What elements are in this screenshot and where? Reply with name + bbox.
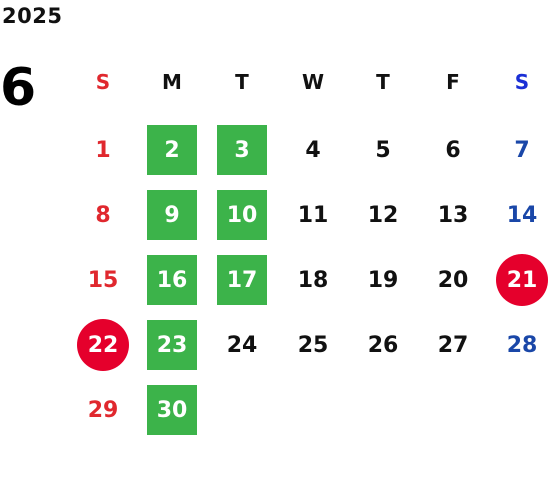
- day-cell[interactable]: 4: [283, 125, 343, 175]
- day-cell[interactable]: 20: [423, 255, 483, 305]
- day-number: 8: [95, 202, 111, 228]
- day-number: 26: [367, 332, 399, 358]
- day-cell[interactable]: 29: [73, 385, 133, 435]
- day-number: 11: [297, 202, 329, 228]
- day-cell[interactable]: 30: [142, 385, 202, 435]
- day-cell[interactable]: 2: [142, 125, 202, 175]
- day-cell[interactable]: 12: [353, 190, 413, 240]
- day-number: 24: [226, 332, 258, 358]
- day-cell[interactable]: 13: [423, 190, 483, 240]
- weekday-header: T: [353, 57, 413, 107]
- day-cell[interactable]: 24: [212, 320, 272, 370]
- day-number: 18: [297, 267, 329, 293]
- day-number: 12: [367, 202, 399, 228]
- day-number: 15: [87, 267, 119, 293]
- day-cell[interactable]: 3: [212, 125, 272, 175]
- day-number: 22: [87, 332, 119, 358]
- day-number: 7: [514, 137, 530, 163]
- day-cell[interactable]: 14: [492, 190, 548, 240]
- weekday-label: T: [376, 70, 390, 94]
- day-number: 3: [234, 137, 250, 163]
- weekday-header: S: [492, 57, 548, 107]
- day-cell[interactable]: 6: [423, 125, 483, 175]
- day-number: 14: [506, 202, 538, 228]
- day-cell[interactable]: 10: [212, 190, 272, 240]
- day-cell[interactable]: 18: [283, 255, 343, 305]
- day-number: 2: [164, 137, 180, 163]
- day-number: 25: [297, 332, 329, 358]
- day-cell[interactable]: 16: [142, 255, 202, 305]
- weekday-label: S: [95, 70, 111, 94]
- weekday-header: S: [73, 57, 133, 107]
- day-cell[interactable]: 1: [73, 125, 133, 175]
- day-number: 19: [367, 267, 399, 293]
- day-number: 6: [445, 137, 461, 163]
- year-label: 2025: [2, 4, 63, 28]
- day-cell[interactable]: 11: [283, 190, 343, 240]
- day-number: 21: [506, 267, 538, 293]
- day-number: 27: [437, 332, 469, 358]
- day-cell[interactable]: 7: [492, 125, 548, 175]
- day-number: 1: [95, 137, 111, 163]
- day-cell[interactable]: 9: [142, 190, 202, 240]
- day-cell[interactable]: 22: [73, 319, 133, 371]
- day-number: 9: [164, 202, 180, 228]
- weekday-label: W: [301, 70, 325, 94]
- day-number: 30: [156, 397, 188, 423]
- day-cell[interactable]: 27: [423, 320, 483, 370]
- weekday-header: M: [142, 57, 202, 107]
- day-cell[interactable]: 19: [353, 255, 413, 305]
- day-number: 29: [87, 397, 119, 423]
- day-number: 10: [226, 202, 258, 228]
- day-cell[interactable]: 5: [353, 125, 413, 175]
- day-cell[interactable]: 25: [283, 320, 343, 370]
- day-number: 28: [506, 332, 538, 358]
- day-cell[interactable]: 28: [492, 320, 548, 370]
- day-cell[interactable]: 15: [73, 255, 133, 305]
- weekday-label: S: [514, 70, 530, 94]
- day-number: 23: [156, 332, 188, 358]
- day-cell[interactable]: 23: [142, 320, 202, 370]
- weekday-header: F: [423, 57, 483, 107]
- day-number: 17: [226, 267, 258, 293]
- day-number: 4: [305, 137, 321, 163]
- day-cell[interactable]: 21: [492, 254, 548, 306]
- day-cell[interactable]: 8: [73, 190, 133, 240]
- weekday-header: W: [283, 57, 343, 107]
- day-number: 20: [437, 267, 469, 293]
- weekday-label: T: [235, 70, 249, 94]
- day-cell[interactable]: 26: [353, 320, 413, 370]
- day-cell[interactable]: 17: [212, 255, 272, 305]
- month-label: 6: [0, 58, 37, 118]
- weekday-label: F: [446, 70, 460, 94]
- weekday-header: T: [212, 57, 272, 107]
- day-number: 5: [375, 137, 391, 163]
- day-number: 13: [437, 202, 469, 228]
- weekday-label: M: [162, 70, 182, 94]
- day-number: 16: [156, 267, 188, 293]
